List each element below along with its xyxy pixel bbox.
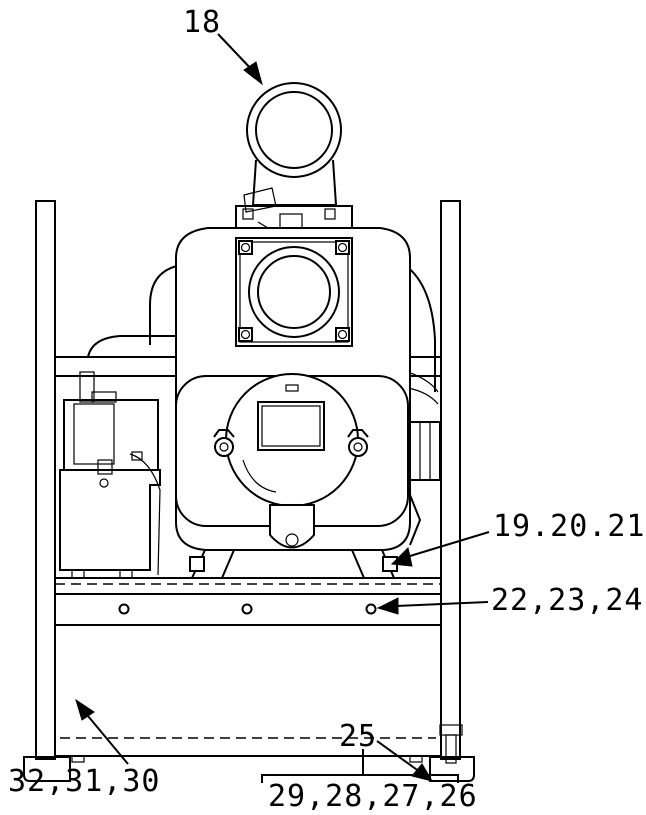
discharge-elbow <box>235 82 353 229</box>
callout-25: 25 <box>339 719 378 754</box>
pump-casing <box>175 227 411 579</box>
leader-29-28-27-26 <box>261 749 459 783</box>
leader-25 <box>376 740 434 782</box>
leader-22-23-24 <box>376 597 489 615</box>
leader-18 <box>217 33 263 86</box>
callout-22-23-24: 22,23,24 <box>491 583 644 618</box>
base-skid <box>54 569 442 763</box>
callout-18: 18 <box>183 5 222 40</box>
callout-29-28-27-26: 29,28,27,26 <box>268 779 478 814</box>
fuel-tank <box>59 371 161 576</box>
leader-32-31-30 <box>75 698 129 765</box>
leader-19-20-21 <box>390 531 490 567</box>
callout-19-20-21: 19.20.21 <box>493 509 646 544</box>
callout-32-31-30: 32,31,30 <box>8 764 161 799</box>
